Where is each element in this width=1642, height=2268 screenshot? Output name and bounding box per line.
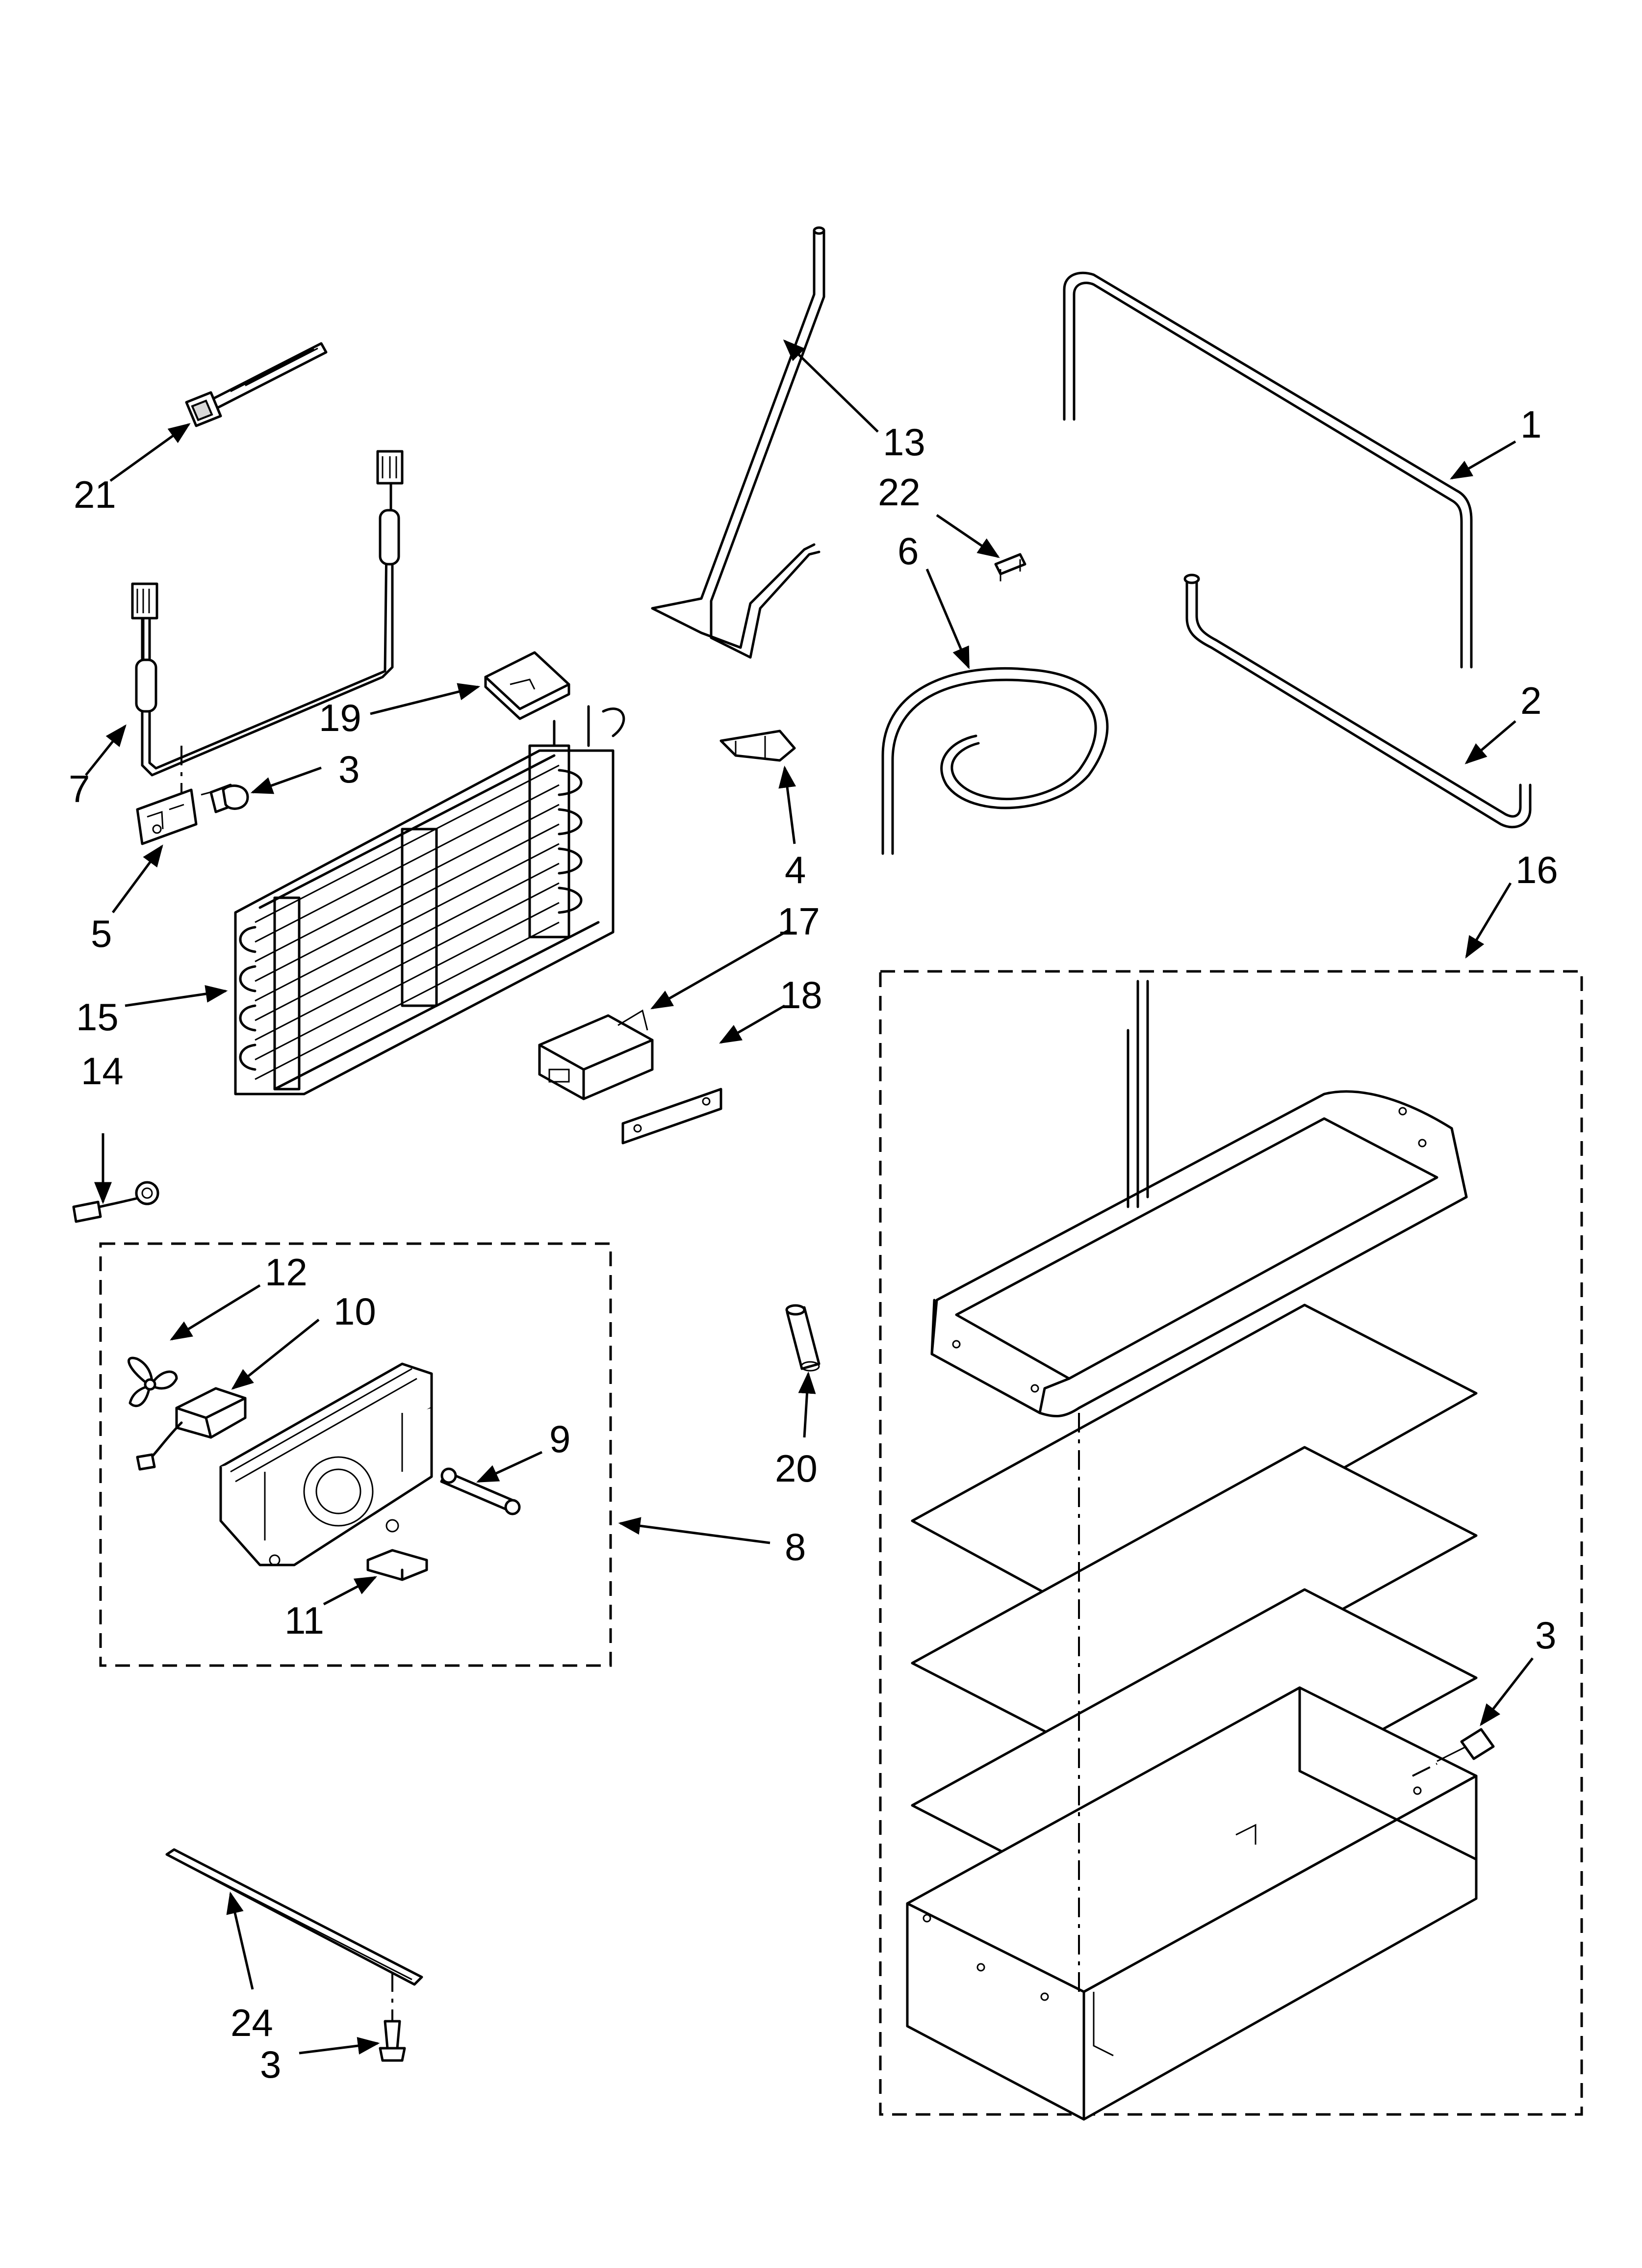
part-7-wire-harness: [131, 450, 404, 809]
callout-2: 2: [1520, 679, 1541, 722]
part-20-spacer: [785, 1304, 821, 1372]
callout-16: 16: [1515, 848, 1558, 891]
part-3-screw-lower: [379, 1972, 406, 2062]
callout-18: 18: [780, 973, 822, 1017]
callout-15: 15: [76, 995, 119, 1039]
part-18-cover-plate: [621, 1088, 722, 1145]
callout-19: 19: [319, 696, 361, 739]
part-3-screw-upper: [201, 783, 249, 813]
part-11-clip: [366, 1549, 428, 1581]
callout-6: 6: [898, 529, 919, 573]
callout-14: 14: [81, 1049, 124, 1093]
fan-shroud: [219, 1362, 433, 1566]
callout-9: 9: [549, 1417, 570, 1460]
callout-labels: 21 13 1 22 6 2 19 7 3 4 16 5 15 17 18 14…: [69, 403, 1558, 2086]
part-5-bracket: [136, 788, 198, 845]
callout-24: 24: [231, 2001, 273, 2044]
part-21-cable-tie: [185, 342, 328, 427]
drain-pan: [930, 980, 1468, 1418]
callout-7: 7: [69, 767, 90, 810]
callout-5: 5: [91, 912, 112, 955]
part-24-strip: [165, 1848, 423, 1986]
callout-10: 10: [334, 1290, 376, 1333]
part-6-heater-tube: [881, 667, 1109, 855]
part-3-screw-right: [1412, 1728, 1495, 1777]
leader-lines: [85, 339, 1534, 2055]
callout-11: 11: [284, 1599, 324, 1642]
part-12-fan-blade: [128, 1356, 178, 1408]
callout-1: 1: [1520, 403, 1541, 446]
callout-13: 13: [883, 420, 925, 464]
part-10-fan-motor: [136, 1387, 247, 1471]
part-14-terminator: [72, 1181, 159, 1223]
part-16-drain-pan-box: [879, 970, 1583, 2116]
callout-22: 22: [878, 470, 921, 514]
callout-3-lower: 3: [260, 2043, 281, 2086]
callout-8: 8: [785, 1525, 806, 1568]
part-13-drain-tube: [651, 226, 825, 659]
part-4-clip: [719, 730, 796, 762]
part-19-pad: [484, 651, 570, 720]
callout-12: 12: [265, 1251, 308, 1294]
base-pan: [906, 1686, 1478, 2121]
callout-20: 20: [775, 1447, 818, 1490]
part-22-clip: [994, 553, 1026, 581]
part-8-fan-assembly-box: [99, 1242, 612, 1667]
callout-21: 21: [74, 473, 116, 516]
callout-4: 4: [785, 848, 806, 891]
part-15-evaporator: [234, 705, 625, 1095]
part-1-heater: [1063, 271, 1473, 669]
part-2-heater: [1183, 574, 1532, 829]
callout-17: 17: [777, 900, 820, 943]
part-17-bracket: [538, 1009, 654, 1100]
callout-3-upper: 3: [338, 748, 359, 791]
part-9-strap: [440, 1467, 521, 1515]
insulation-sheets: [911, 1303, 1478, 1895]
callout-3-right: 3: [1535, 1614, 1556, 1657]
